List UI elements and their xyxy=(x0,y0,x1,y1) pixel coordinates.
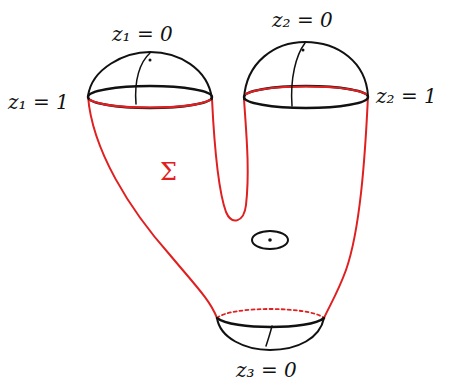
cap-point xyxy=(149,59,152,62)
puncture-hole xyxy=(252,231,288,249)
surface-label: Σ xyxy=(160,160,177,184)
surface-left-side xyxy=(88,96,217,318)
cap-dome xyxy=(244,42,368,99)
cap-dome xyxy=(217,318,324,350)
cap-point xyxy=(302,49,305,52)
cap-rim-red xyxy=(90,100,210,108)
cap-label: z₂ = 0 xyxy=(272,10,333,30)
cap-label: z₃ = 0 xyxy=(236,360,297,380)
cap-label: z₁ = 0 xyxy=(112,24,173,44)
cap-meridian xyxy=(266,326,272,346)
cap-rim-front xyxy=(217,318,324,327)
cap-rim xyxy=(88,86,212,108)
surface-crotch xyxy=(212,99,248,220)
cap-rim-back xyxy=(217,309,324,318)
rim-label: z₁ = 1 xyxy=(8,92,69,112)
rim-label: z₂ = 1 xyxy=(376,86,437,106)
cap-rim xyxy=(244,86,368,108)
puncture-point xyxy=(268,238,272,242)
surface-right-side xyxy=(324,96,368,318)
cap-dome xyxy=(88,52,212,99)
cap-meridian xyxy=(292,43,305,106)
cap-rim-red xyxy=(246,87,366,95)
cap-meridian xyxy=(136,53,150,104)
